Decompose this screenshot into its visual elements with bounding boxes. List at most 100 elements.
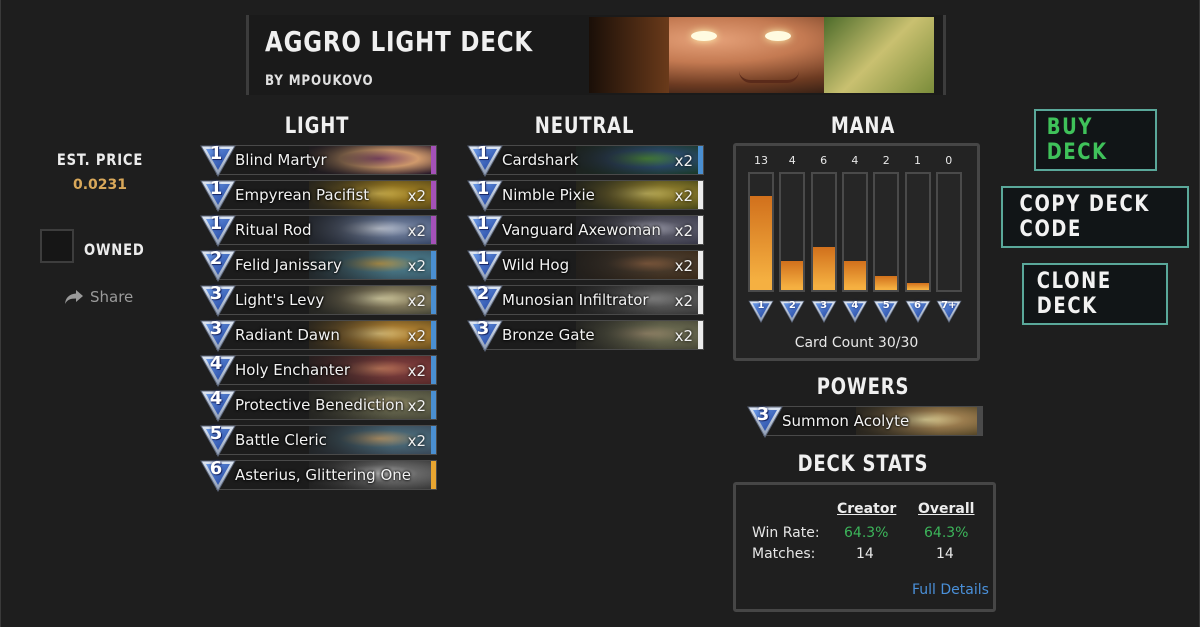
card-cost: 3 (209, 283, 223, 304)
mana-cost-gem-icon: 1 (467, 248, 503, 282)
card-rarity-stripe (698, 286, 703, 314)
mana-bar-5: 2 (873, 154, 900, 292)
mana-bar-1: 13 (748, 154, 774, 292)
share-button[interactable]: Share (64, 288, 133, 306)
card-quantity: x2 (407, 292, 426, 310)
card-rarity-stripe (431, 321, 436, 349)
mana-bar-2: 4 (779, 154, 806, 292)
card-fade (217, 286, 436, 314)
buy-deck-button[interactable]: BUY DECK (1034, 109, 1157, 171)
card-rarity-stripe (698, 251, 703, 279)
mana-cost-gem-icon: 4 (200, 353, 236, 387)
card-rarity-stripe (431, 216, 436, 244)
card-name: Ritual Rod (235, 221, 312, 239)
card-name: Asterius, Glittering One (235, 466, 412, 484)
card-quantity: x2 (407, 397, 426, 415)
banner-art-mouth (739, 71, 799, 83)
full-details-link[interactable]: Full Details (912, 582, 989, 598)
stats-overall-heading: Overall (918, 501, 975, 517)
card-background: x2 (483, 180, 704, 210)
card-background: x2 (483, 285, 704, 315)
card-background (763, 406, 983, 436)
mana-bar-4: 4 (841, 154, 868, 292)
mana-bar-fill (812, 246, 835, 290)
mana-bar-count: 0 (945, 154, 953, 167)
card-cost: 2 (209, 248, 223, 269)
copy-deck-code-button[interactable]: COPY DECK CODE (1001, 186, 1189, 248)
card-rarity-stripe (431, 286, 436, 314)
card-fade (484, 251, 703, 279)
mana-cost-gem-icon: 5 (873, 299, 899, 323)
card-name: Nimble Pixie (502, 186, 595, 204)
stats-creator-win-rate: 64.3% (844, 525, 889, 541)
mana-cost-gem-icon: 1 (748, 299, 774, 323)
copy-deck-code-label: COPY DECK CODE (1019, 192, 1150, 242)
deck-author: BY MPOUKOVO (265, 73, 374, 89)
mana-bar-label: 4 (851, 300, 859, 311)
card-name: Holy Enchanter (235, 361, 350, 379)
mana-cost-gem-icon: 3 (747, 404, 783, 438)
share-label: Share (90, 288, 134, 306)
share-icon (65, 290, 83, 304)
mana-heading: MANA (830, 114, 896, 139)
card-background: x2 (216, 425, 437, 455)
card-background: x2 (483, 320, 704, 350)
mana-cost-gem-icon: 6 (904, 299, 931, 323)
mana-bar-fill (843, 261, 866, 290)
owned-checkbox[interactable] (40, 229, 74, 263)
owned-label: OWNED (84, 240, 145, 259)
card-fade (484, 321, 703, 349)
neutral-heading: NEUTRAL (534, 114, 635, 139)
card-fade (217, 356, 436, 384)
card-cost: 1 (209, 178, 223, 199)
card-rarity-stripe (431, 356, 436, 384)
mana-bar-label: 3 (820, 300, 828, 311)
mana-cost-gem-icon: 3 (467, 318, 503, 352)
mana-cost-gem-icon: 3 (810, 299, 837, 323)
card-cost: 1 (476, 143, 490, 164)
card-name: Blind Martyr (235, 151, 327, 169)
card-fade (484, 216, 703, 244)
mana-bar-count: 4 (788, 154, 796, 167)
card-name: Bronze Gate (502, 326, 595, 344)
mana-bar-count: 2 (882, 154, 890, 167)
card-rarity-stripe (698, 216, 703, 244)
mana-cost-gem-icon: 2 (200, 248, 236, 282)
mana-cost-gem-icon: 1 (200, 178, 236, 212)
mana-cost-gem-icon: 2 (467, 283, 503, 317)
deck-stats-panel: Creator Overall Win Rate: 64.3% 64.3% Ma… (733, 482, 996, 612)
est-price-value: 0.0231 (72, 177, 128, 193)
clone-deck-button[interactable]: CLONE DECK (1022, 263, 1168, 325)
card-rarity-stripe (431, 251, 436, 279)
card-quantity: x2 (407, 362, 426, 380)
card-quantity: x2 (674, 257, 693, 275)
mana-bar-track (904, 172, 931, 292)
buy-deck-label: BUY DECK (1046, 115, 1108, 165)
card-quantity: x2 (674, 187, 693, 205)
card-cost: 3 (209, 318, 223, 339)
card-cost: 3 (756, 404, 770, 425)
mana-bar-count: 6 (820, 154, 828, 167)
banner-art-hair (589, 17, 669, 93)
card-fade (484, 286, 703, 314)
mana-bar-track (748, 172, 774, 292)
card-fade (484, 181, 703, 209)
